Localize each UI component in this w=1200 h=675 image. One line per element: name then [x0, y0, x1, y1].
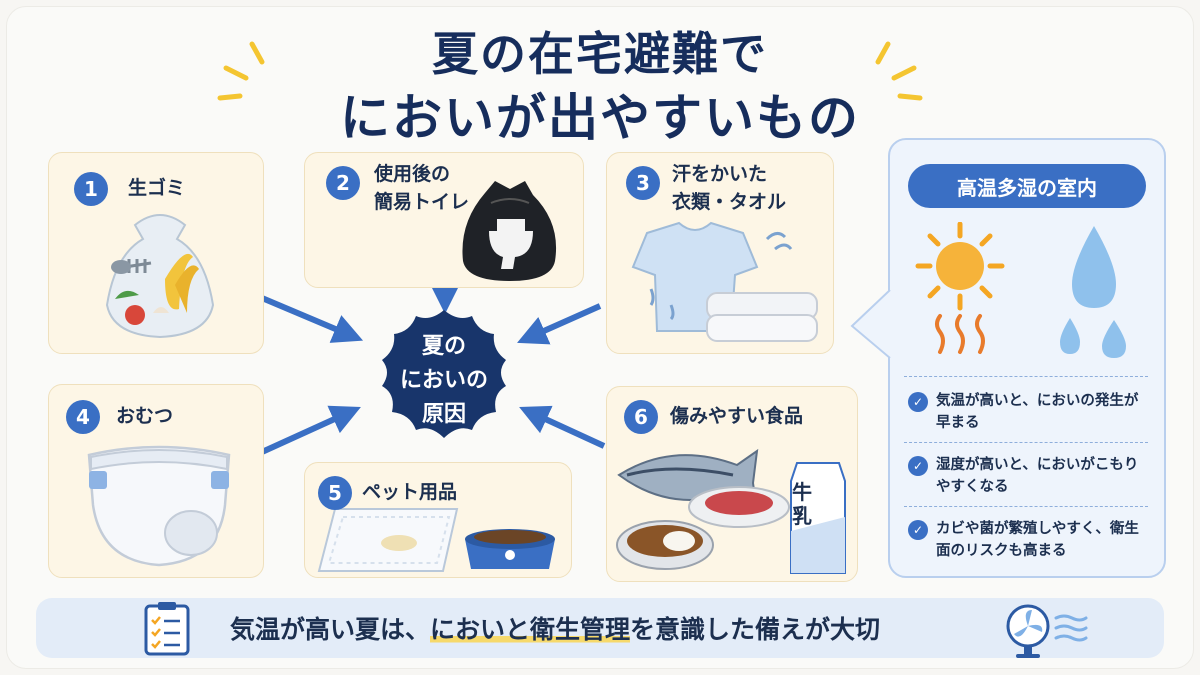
item-label-4: おむつ: [116, 405, 174, 427]
humid-room-title: 高温多湿の室内: [908, 164, 1146, 208]
fan-icon: [1006, 604, 1088, 658]
item-label-3: 汗をかいた 衣類・タオル: [672, 163, 787, 213]
sparkle-left-icon: [217, 41, 265, 101]
sparkle-right-icon: [875, 41, 923, 101]
footer-text-before: 気温が高い夏は、: [230, 615, 431, 644]
panel-pointer: [850, 290, 891, 359]
heat-waves-icon: [935, 314, 985, 354]
panel-point-text: 湿度が高いと、においがこもりやすくなる: [936, 457, 1139, 495]
garbage-bag-icon: [105, 214, 215, 339]
panel-divider: [904, 376, 1148, 377]
panel-point-text: 気温が高いと、においの発生が早まる: [936, 393, 1139, 431]
item-card-4: [48, 384, 264, 578]
panel-point-2: ✓ 湿度が高いと、においがこもりやすくなる: [908, 454, 1152, 498]
item-badge-5: 5: [318, 476, 352, 510]
footer-text-after: を意識した備えが大切: [630, 615, 881, 644]
milk-carton-label: 牛乳: [792, 480, 812, 528]
panel-divider: [904, 442, 1148, 443]
panel-point-text: カビや菌が繁殖しやすく、衛生面のリスクも高まる: [936, 521, 1139, 559]
item-label-5: ペット用品: [362, 481, 458, 503]
item-badge-2: 2: [326, 166, 360, 200]
check-icon: ✓: [908, 520, 928, 540]
panel-point-1: ✓ 気温が高いと、においの発生が早まる: [908, 390, 1152, 434]
check-icon: ✓: [908, 456, 928, 476]
check-icon: ✓: [908, 392, 928, 412]
item-badge-6: 6: [624, 400, 658, 434]
item-label-1: 生ゴミ: [128, 177, 186, 199]
diaper-icon: [87, 445, 231, 567]
center-badge-shape: [382, 310, 506, 438]
item-badge-1: 1: [74, 172, 108, 206]
checklist-icon: [144, 602, 190, 656]
toilet-bag-icon: [462, 181, 557, 281]
pet-supplies-icon: [317, 508, 555, 572]
humid-room-panel: [888, 138, 1166, 578]
title-line-2: においが出やすいもの: [340, 89, 860, 147]
perishable-food-icon: [616, 448, 846, 574]
item-label-6: 傷みやすい食品: [670, 405, 804, 427]
sun-icon: [915, 222, 1005, 311]
item-badge-3: 3: [626, 166, 660, 200]
panel-point-3: ✓ カビや菌が繁殖しやすく、衛生面のリスクも高まる: [908, 518, 1152, 562]
item-label-2: 使用後の 簡易トイレ: [374, 163, 470, 213]
panel-divider: [904, 506, 1148, 507]
title-line-1: 夏の在宅避難で: [432, 27, 768, 81]
item-card-5: [304, 462, 572, 578]
footer-message: 気温が高い夏は、 においと衛生管理 を意識した備えが大切: [230, 606, 880, 650]
footer-text-highlight: においと衛生管理: [430, 610, 631, 646]
item-card-6: [606, 386, 858, 582]
item-badge-4: 4: [66, 400, 100, 434]
shirt-towel-icon: [631, 221, 818, 342]
water-drops-icon: [1060, 226, 1126, 358]
center-label: 夏の においの 原因: [399, 334, 488, 427]
